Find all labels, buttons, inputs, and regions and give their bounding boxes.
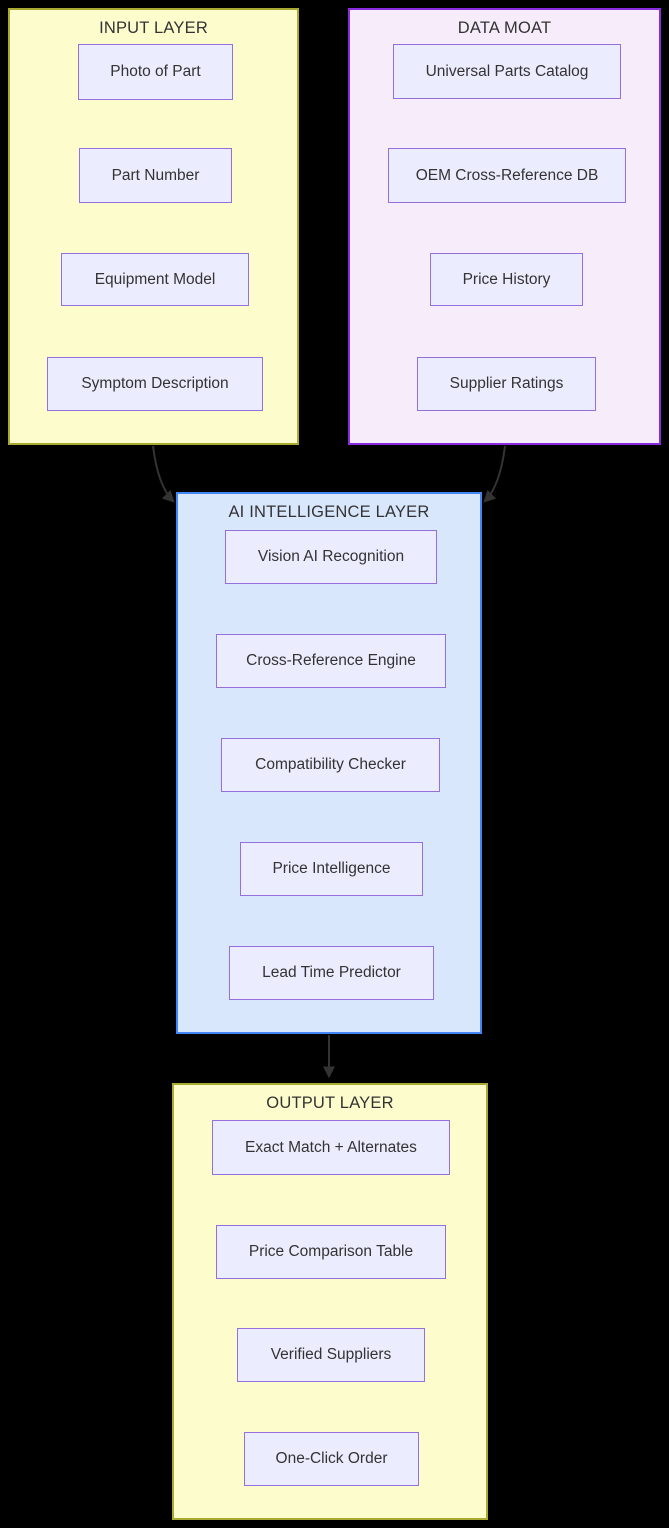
node-cross-reference-engine: Cross-Reference Engine bbox=[216, 634, 446, 688]
cluster-input-layer: INPUT LAYER Photo of Part Part Number Eq… bbox=[8, 8, 299, 445]
node-price-history: Price History bbox=[430, 253, 583, 306]
node-label: Compatibility Checker bbox=[255, 756, 406, 773]
node-label: Price Intelligence bbox=[272, 860, 391, 877]
node-label: Exact Match + Alternates bbox=[245, 1138, 417, 1156]
node-compatibility-checker: Compatibility Checker bbox=[221, 738, 440, 792]
edge-input-to-ai bbox=[152, 445, 175, 503]
node-label: Universal Parts Catalog bbox=[425, 62, 589, 80]
node-price-intelligence: Price Intelligence bbox=[240, 842, 423, 896]
cluster-data-moat-title: DATA MOAT bbox=[457, 19, 552, 37]
node-verified-suppliers: Verified Suppliers bbox=[237, 1328, 425, 1382]
cluster-ai-intelligence-layer: AI INTELLIGENCE LAYER Vision AI Recognit… bbox=[176, 492, 482, 1034]
node-equipment-model: Equipment Model bbox=[61, 253, 249, 306]
node-vision-ai-recognition: Vision AI Recognition bbox=[225, 530, 437, 584]
cluster-input-layer-title: INPUT LAYER bbox=[99, 19, 208, 37]
node-universal-parts-catalog: Universal Parts Catalog bbox=[393, 44, 621, 99]
node-label: Symptom Description bbox=[81, 375, 229, 392]
node-label: OEM Cross-Reference DB bbox=[415, 166, 599, 184]
cluster-output-layer: OUTPUT LAYER Exact Match + Alternates Pr… bbox=[172, 1083, 488, 1520]
node-part-number: Part Number bbox=[79, 148, 232, 203]
node-lead-time-predictor: Lead Time Predictor bbox=[229, 946, 434, 1000]
node-symptom-description: Symptom Description bbox=[47, 357, 263, 411]
cluster-ai-intelligence-layer-title: AI INTELLIGENCE LAYER bbox=[228, 503, 430, 521]
node-oem-cross-reference-db: OEM Cross-Reference DB bbox=[388, 148, 626, 203]
node-label: Vision AI Recognition bbox=[257, 548, 405, 565]
node-label: Photo of Part bbox=[110, 63, 201, 80]
node-label: Price History bbox=[462, 270, 551, 288]
node-supplier-ratings: Supplier Ratings bbox=[417, 357, 596, 411]
node-label: Lead Time Predictor bbox=[262, 964, 401, 981]
node-label: Cross-Reference Engine bbox=[246, 652, 416, 669]
node-label: Price Comparison Table bbox=[248, 1243, 414, 1260]
node-label: Verified Suppliers bbox=[270, 1346, 392, 1363]
cluster-data-moat: DATA MOAT Universal Parts Catalog OEM Cr… bbox=[348, 8, 661, 445]
cluster-output-layer-title: OUTPUT LAYER bbox=[266, 1094, 394, 1112]
node-exact-match-alternates: Exact Match + Alternates bbox=[212, 1120, 450, 1175]
edge-moat-to-ai bbox=[483, 445, 506, 503]
node-label: Supplier Ratings bbox=[449, 375, 564, 392]
node-label: Part Number bbox=[111, 166, 200, 184]
node-label: Equipment Model bbox=[94, 270, 216, 288]
node-label: One-Click Order bbox=[275, 1450, 388, 1467]
node-one-click-order: One-Click Order bbox=[244, 1432, 419, 1486]
node-price-comparison-table: Price Comparison Table bbox=[216, 1225, 446, 1279]
node-photo-of-part: Photo of Part bbox=[78, 44, 233, 100]
